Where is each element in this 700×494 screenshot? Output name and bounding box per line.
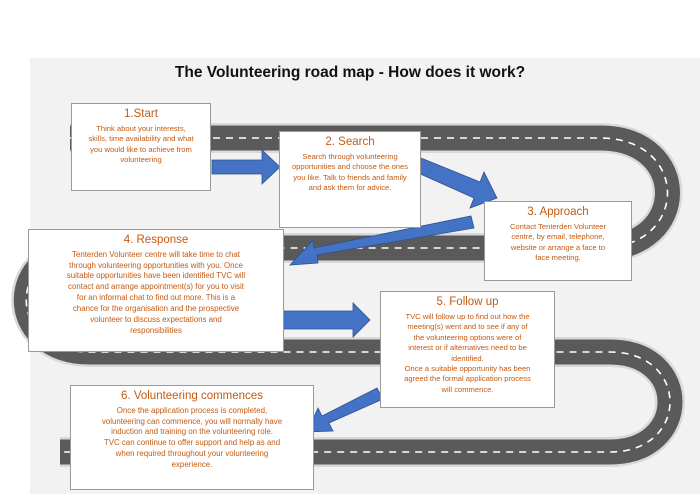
step-line: volunteer to discuss expectations and bbox=[90, 315, 222, 325]
step-line: and ask them for advice. bbox=[308, 183, 392, 193]
arrow-approach-to-response bbox=[289, 215, 475, 266]
step-line: Once a suitable opportunity has been bbox=[404, 363, 531, 373]
step-line: induction and training on the volunteeri… bbox=[111, 427, 273, 437]
step-line: Once the application process is complete… bbox=[116, 405, 268, 415]
step-line: interest or if alternatives need to be bbox=[408, 343, 527, 353]
step-heading: 3. Approach bbox=[527, 206, 589, 218]
step-response-box: 4. Response Tenterden Volunteer centre w… bbox=[28, 229, 284, 352]
step-line: skills, time availability and what bbox=[88, 134, 194, 144]
step-line: face meeting. bbox=[535, 253, 581, 263]
step-line: Tenterden Volunteer centre will take tim… bbox=[72, 249, 240, 259]
step-line: volunteering bbox=[120, 155, 162, 165]
step-line: when required throughout your volunteeri… bbox=[115, 449, 269, 459]
step-line: responsibilities bbox=[130, 325, 182, 335]
step-line: Search through volunteering bbox=[302, 151, 398, 161]
arrow-search-to-approach bbox=[415, 157, 498, 209]
step-heading: 5. Follow up bbox=[436, 296, 499, 308]
step-description: TVC will follow up to find out how the m… bbox=[387, 312, 548, 396]
step-line: the volunteering options were of bbox=[413, 332, 522, 342]
step-line: will commence. bbox=[441, 384, 494, 394]
step-line: meeting(s) went and to see if any of bbox=[407, 322, 528, 332]
step-description: Think about your interests, skills, time… bbox=[78, 124, 204, 166]
step-line: agreed the formal application process bbox=[404, 374, 531, 384]
step-description: Contact Tenterden Volunteer centre, by e… bbox=[491, 222, 625, 264]
step-description: Once the application process is complete… bbox=[77, 406, 307, 471]
step-line: centre, by email, telephone, bbox=[511, 232, 605, 242]
step-line: identified. bbox=[451, 353, 484, 363]
step-line: contact and arrange appointment(s) for y… bbox=[68, 282, 244, 292]
step-line: opportunities and choose the ones bbox=[291, 162, 409, 172]
winding-road bbox=[11, 123, 685, 467]
step-line: you would like to achieve from bbox=[90, 144, 192, 154]
step-volunteering-commences-box: 6. Volunteering commences Once the appli… bbox=[70, 385, 314, 490]
step-heading: 2. Search bbox=[325, 136, 375, 148]
step-line: suitable opportunities have been identif… bbox=[66, 271, 246, 281]
step-heading: 6. Volunteering commences bbox=[121, 390, 263, 402]
step-description: Tenterden Volunteer centre will take tim… bbox=[35, 250, 277, 337]
step-approach-box: 3. Approach Contact Tenterden Volunteer … bbox=[484, 201, 632, 281]
arrow-start-to-search bbox=[211, 149, 281, 185]
step-heading: 4. Response bbox=[123, 234, 189, 246]
step-line: website or arrange a face to bbox=[510, 242, 606, 252]
step-line: Contact Tenterden Volunteer bbox=[509, 221, 607, 231]
step-line: volunteering can commence, you will norm… bbox=[101, 416, 283, 426]
step-heading: 1.Start bbox=[124, 108, 158, 120]
step-line: experience. bbox=[171, 460, 213, 470]
step-description: Search through volunteering opportunitie… bbox=[286, 152, 414, 194]
page-title: The Volunteering road map - How does it … bbox=[174, 64, 526, 81]
step-line: Think about your interests, bbox=[96, 123, 186, 133]
step-line: you like. Talk to friends and family bbox=[293, 172, 407, 182]
step-line: TVC will follow up to find out how the bbox=[405, 311, 530, 321]
step-follow-up-box: 5. Follow up TVC will follow up to find … bbox=[380, 291, 555, 408]
arrow-followup-to-commences bbox=[306, 387, 384, 433]
step-start-box: 1.Start Think about your interests, skil… bbox=[71, 103, 211, 191]
step-line: for an informal chat to find out more. T… bbox=[76, 293, 236, 303]
step-search-box: 2. Search Search through volunteering op… bbox=[279, 131, 421, 228]
step-line: through volunteering opportunities with … bbox=[69, 260, 243, 270]
step-line: TVC can continue to offer support and he… bbox=[103, 438, 281, 448]
step-line: chance for the organisation and the pros… bbox=[72, 304, 240, 314]
